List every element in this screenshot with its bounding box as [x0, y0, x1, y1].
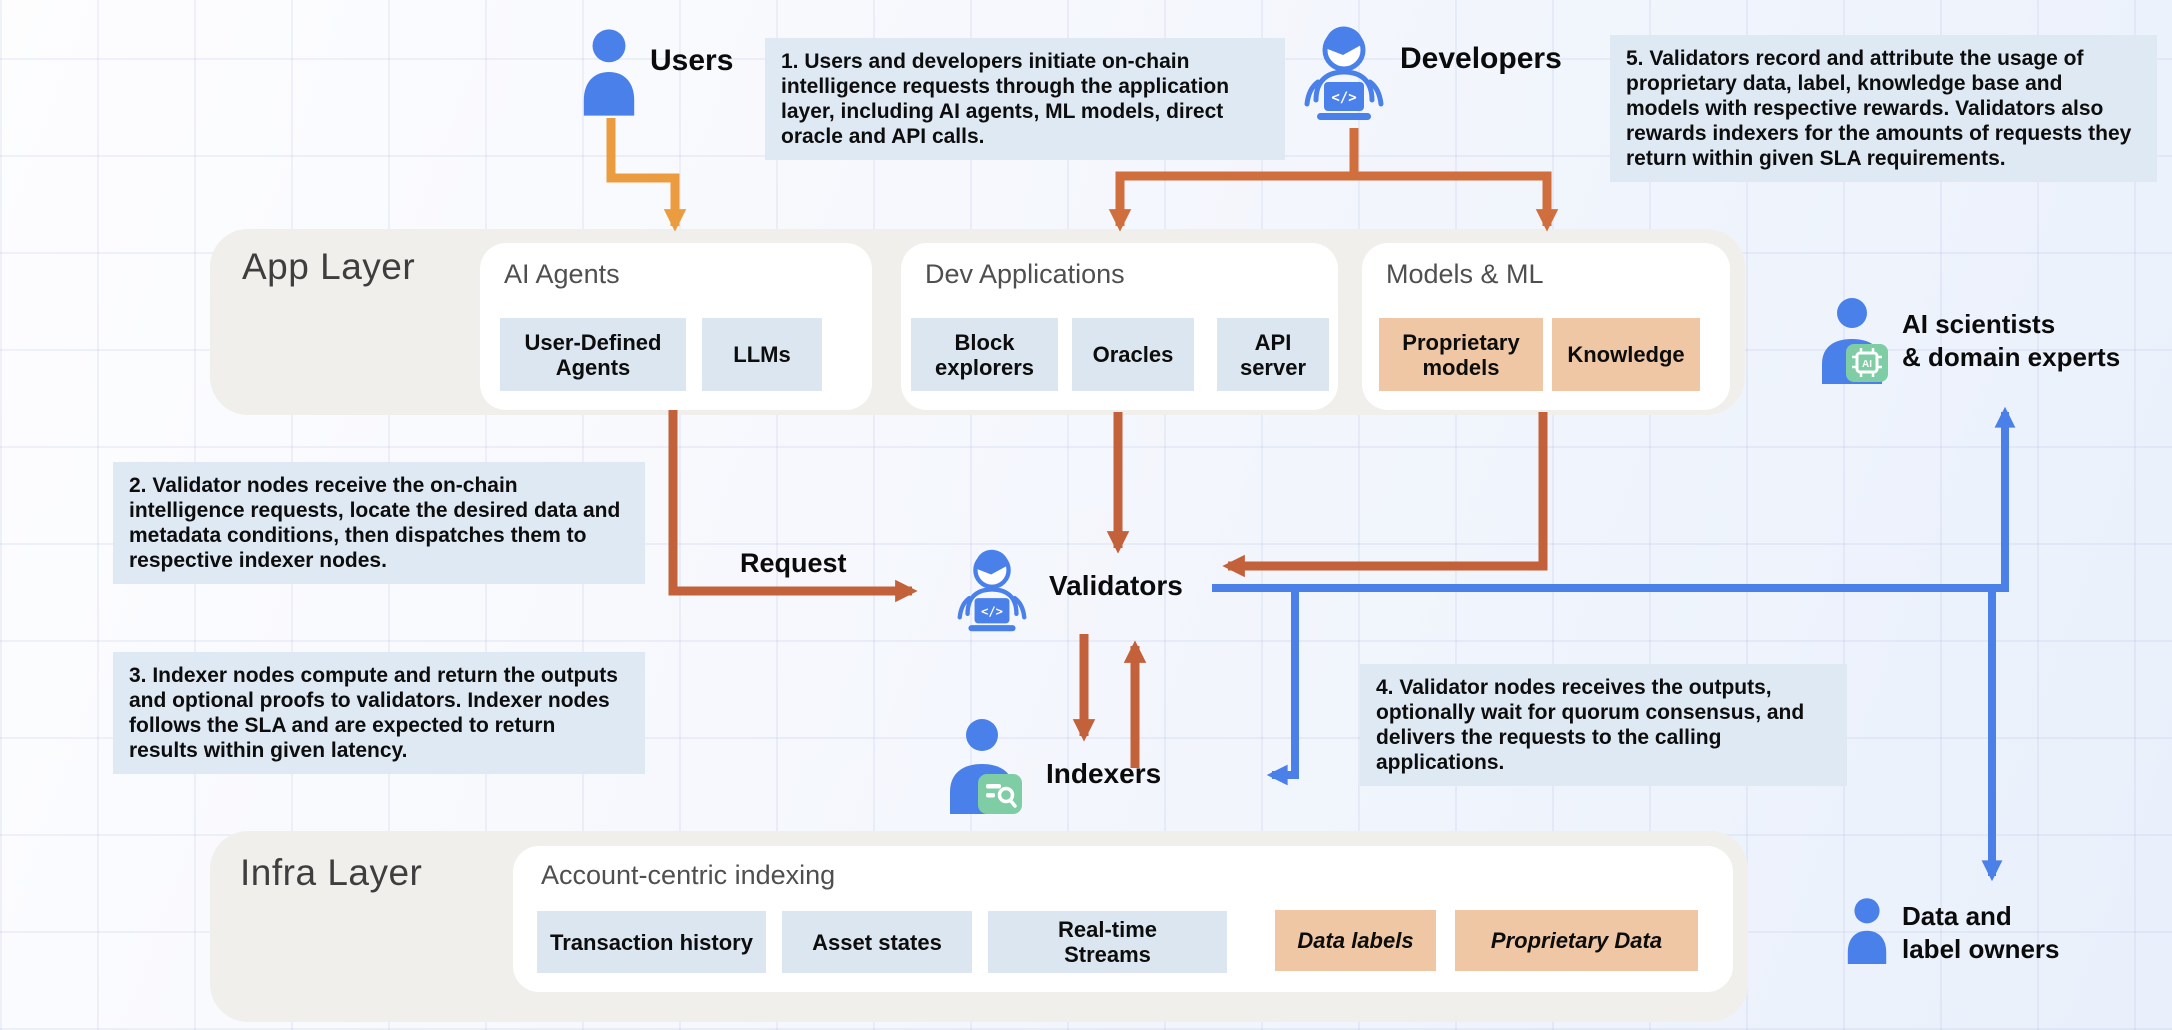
users-icon	[578, 26, 640, 116]
request-edge-label: Request	[740, 548, 847, 578]
chip-real-time-streams: Real-time Streams	[988, 911, 1227, 973]
developers-label: Developers	[1400, 42, 1562, 75]
svg-text:</>: </>	[981, 605, 1003, 619]
chip-proprietary-data: Proprietary Data	[1455, 910, 1698, 971]
ai-scientists-label-line1: AI scientists	[1902, 309, 2056, 339]
chip-proprietary-models: Proprietary models	[1379, 318, 1543, 391]
arrow-developers-to-models-ml	[1354, 171, 1559, 232]
chip-llms: LLMs	[702, 318, 822, 391]
chip-label: Transaction history	[550, 929, 753, 955]
chip-transaction-history: Transaction history	[537, 911, 766, 973]
chip-label: Knowledge	[1567, 342, 1685, 367]
chip-knowledge: Knowledge	[1552, 318, 1700, 391]
chip-data-labels: Data labels	[1275, 910, 1436, 971]
ai-scientists-label-line2: & domain experts	[1902, 342, 2121, 372]
chip-label: API server	[1239, 329, 1307, 380]
account-centric-indexing-title: Account-centric indexing	[541, 860, 836, 890]
callout-step-4: 4. Validator nodes receives the outputs,…	[1360, 664, 1847, 786]
arrow-models-ml-to-validators	[1222, 412, 1548, 578]
app-layer-label: App Layer	[242, 246, 416, 287]
svg-text:AI: AI	[1862, 359, 1872, 370]
chip-asset-states: Asset states	[782, 911, 972, 973]
chip-label: LLMs	[733, 342, 791, 367]
chip-label: Block explorers	[934, 329, 1035, 380]
ai-scientists-icon: AI	[1818, 296, 1894, 384]
svg-text:</>: </>	[1331, 90, 1356, 106]
indexers-label: Indexers	[1046, 758, 1162, 789]
data-owners-label: Data and label owners	[1902, 900, 2060, 966]
ai-agents-card-title: AI Agents	[504, 259, 620, 289]
chip-label: Data labels	[1297, 928, 1414, 953]
users-label: Users	[650, 44, 734, 77]
arrow-developers-to-dev-applications	[1108, 171, 1354, 232]
chip-user-defined-agents: User-Defined Agents	[500, 318, 686, 391]
developers-icon: </>	[1294, 20, 1394, 130]
callout-step-2: 2. Validator nodes receive the on-chain …	[113, 462, 645, 584]
chip-label: Proprietary models	[1402, 329, 1520, 380]
ai-scientists-label: AI scientists & domain experts	[1902, 308, 2120, 374]
chip-label: Oracles	[1092, 342, 1174, 367]
data-owners-label-line2: label owners	[1902, 934, 2060, 964]
chip-label: Real-time Streams	[1057, 917, 1158, 967]
callout-step-1: 1. Users and developers initiate on-chai…	[765, 38, 1285, 160]
data-owners-label-line1: Data and	[1902, 901, 2012, 931]
chip-label: Proprietary Data	[1490, 928, 1663, 953]
arrow-users-to-ai-agents	[606, 118, 687, 232]
chip-oracles: Oracles	[1072, 318, 1194, 391]
chip-api-server: API server	[1217, 318, 1329, 391]
arrow-validators-to-ai-scientists	[1212, 406, 2016, 592]
indexers-icon	[944, 716, 1032, 814]
data-owners-icon	[1838, 896, 1896, 964]
chip-label: User-Defined Agents	[524, 329, 662, 380]
dev-applications-card-title: Dev Applications	[925, 259, 1125, 289]
callout-step-3: 3. Indexer nodes compute and return the …	[113, 652, 645, 774]
validators-label: Validators	[1049, 570, 1183, 601]
chip-label: Asset states	[812, 929, 942, 955]
validators-icon: </>	[946, 544, 1038, 640]
models-ml-card-title: Models & ML	[1386, 259, 1544, 289]
infra-layer-label: Infra Layer	[240, 852, 423, 893]
chip-block-explorers: Block explorers	[911, 318, 1058, 391]
callout-step-5: 5. Validators record and attribute the u…	[1610, 35, 2157, 182]
arrow-blue-to-indexers	[1266, 588, 1299, 786]
